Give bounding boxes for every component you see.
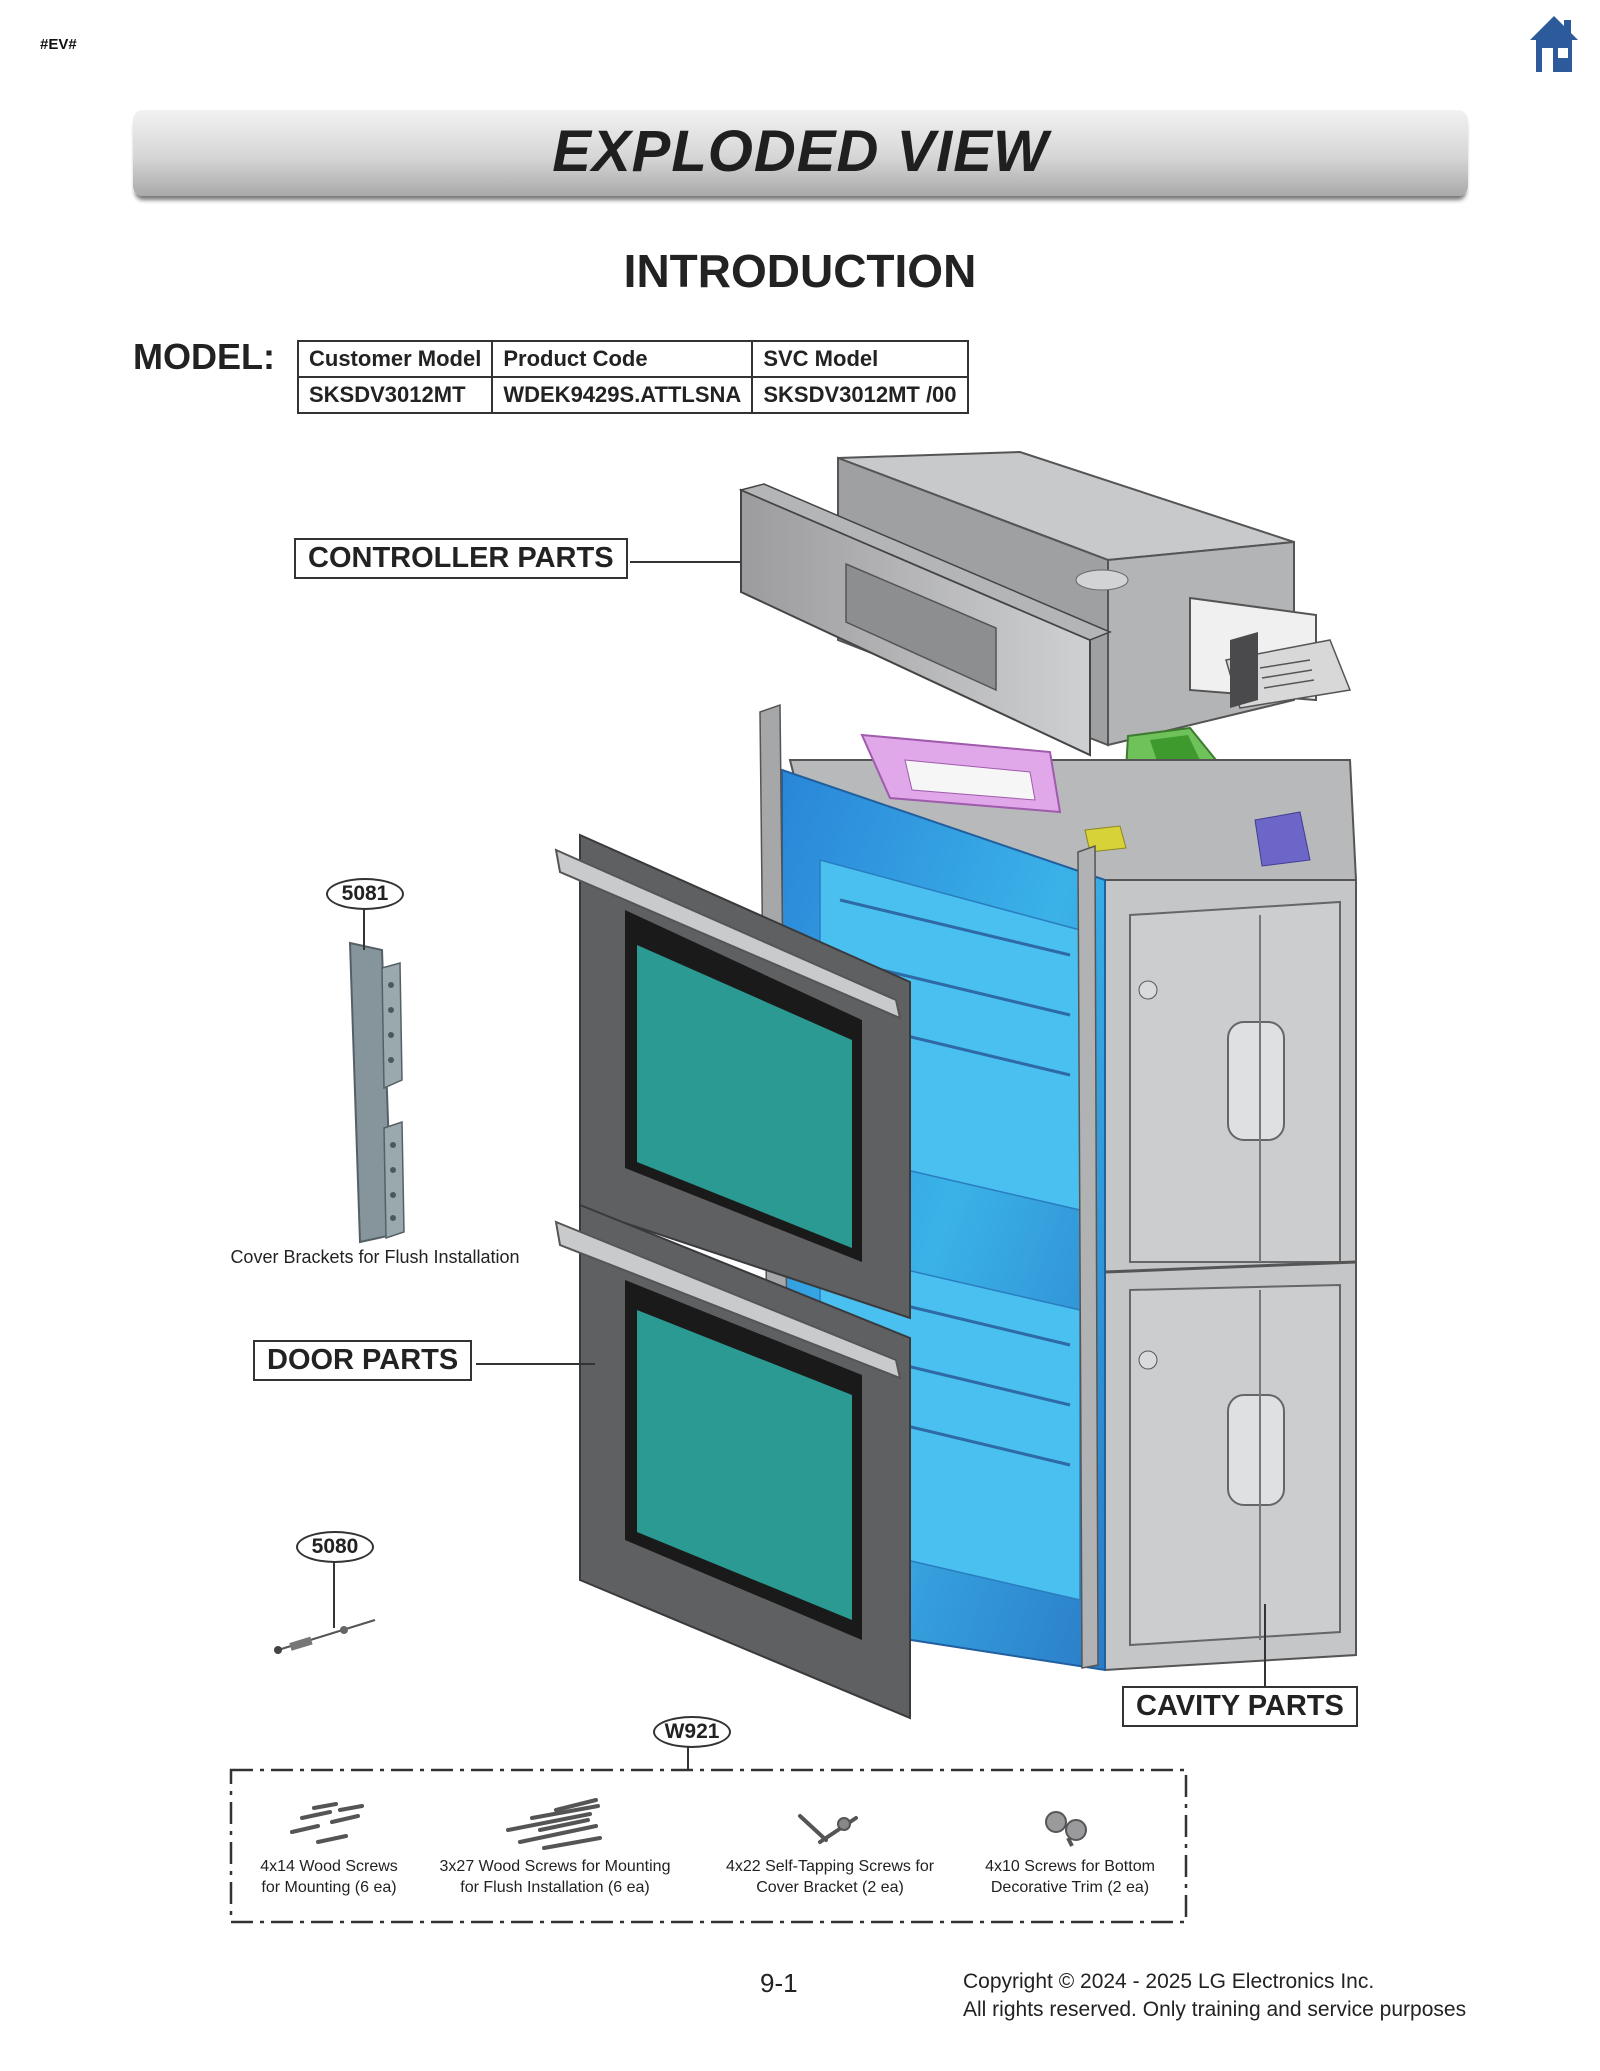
self-tapping-screw-icon [798,1814,858,1844]
door-parts-callout[interactable]: DOOR PARTS [253,1340,473,1381]
page-tag: #EV# [40,36,77,53]
screw-caption-line: 4x22 Self-Tapping Screws for [725,1858,935,1875]
screw-caption: 4x14 Wood Screws for Mounting (6 ea) [234,1856,424,1898]
cover-bracket-part [348,941,405,1244]
screw-caption-line: Cover Bracket (2 ea) [756,1879,904,1896]
trim-screw-icon [1045,1811,1087,1847]
home-icon[interactable] [1528,14,1580,74]
model-table: Customer Model Product Code SVC Model SK… [296,340,969,414]
door-assembly [554,833,911,1720]
screw-caption-line: Decorative Trim (2 ea) [990,1879,1150,1896]
long-wood-screw-icon [506,1798,602,1850]
copyright-line: All rights reserved. Only training and s… [963,1998,1467,2021]
table-cell: SKSDV3012MT [296,376,494,414]
table-header-cell: Product Code [491,340,754,378]
table-header-cell: Customer Model [296,340,494,378]
screw-box [229,1768,1188,1924]
table-cell: WDEK9429S.ATTLSNA [491,376,754,414]
screw-caption-line: 4x10 Screws for Bottom [985,1858,1155,1875]
title-banner [133,110,1468,196]
screw-caption-line: 3x27 Wood Screws for Mounting [439,1858,671,1875]
screw-caption-line: for Mounting (6 ea) [261,1879,397,1896]
screw-caption-line: 4x14 Wood Screws [260,1858,398,1875]
part-w921-tag[interactable]: W921 [653,1716,731,1748]
table-row: SKSDV3012MT WDEK9429S.ATTLSNA SKSDV3012M… [296,376,969,414]
part-5081-caption: Cover Brackets for Flush Installation [230,1247,520,1267]
banner-title: EXPLODED VIEW [552,119,1049,184]
screw-caption: 4x22 Self-Tapping Screws for Cover Brack… [710,1856,950,1898]
screw-caption: 3x27 Wood Screws for Mounting for Flush … [430,1856,680,1898]
table-header-row: Customer Model Product Code SVC Model [296,340,969,378]
section-title: INTRODUCTION [623,245,977,297]
controller-parts-callout[interactable]: CONTROLLER PARTS [294,538,628,579]
probe-part [274,1619,376,1654]
table-cell: SKSDV3012MT /00 [751,376,969,414]
table-header-cell: SVC Model [751,340,969,378]
cavity-parts-callout[interactable]: CAVITY PARTS [1122,1686,1358,1727]
wood-screw-icon [290,1802,364,1844]
screw-caption-line: for Flush Installation (6 ea) [460,1879,650,1896]
part-5080-tag[interactable]: 5080 [296,1531,374,1563]
model-label: MODEL: [133,336,275,377]
page-number: 9-1 [760,1968,798,1998]
screw-caption: 4x10 Screws for Bottom Decorative Trim (… [965,1856,1175,1898]
part-5081-tag[interactable]: 5081 [326,878,404,910]
copyright-line: Copyright © 2024 - 2025 LG Electronics I… [963,1970,1375,1993]
controller-assembly [738,450,1352,798]
